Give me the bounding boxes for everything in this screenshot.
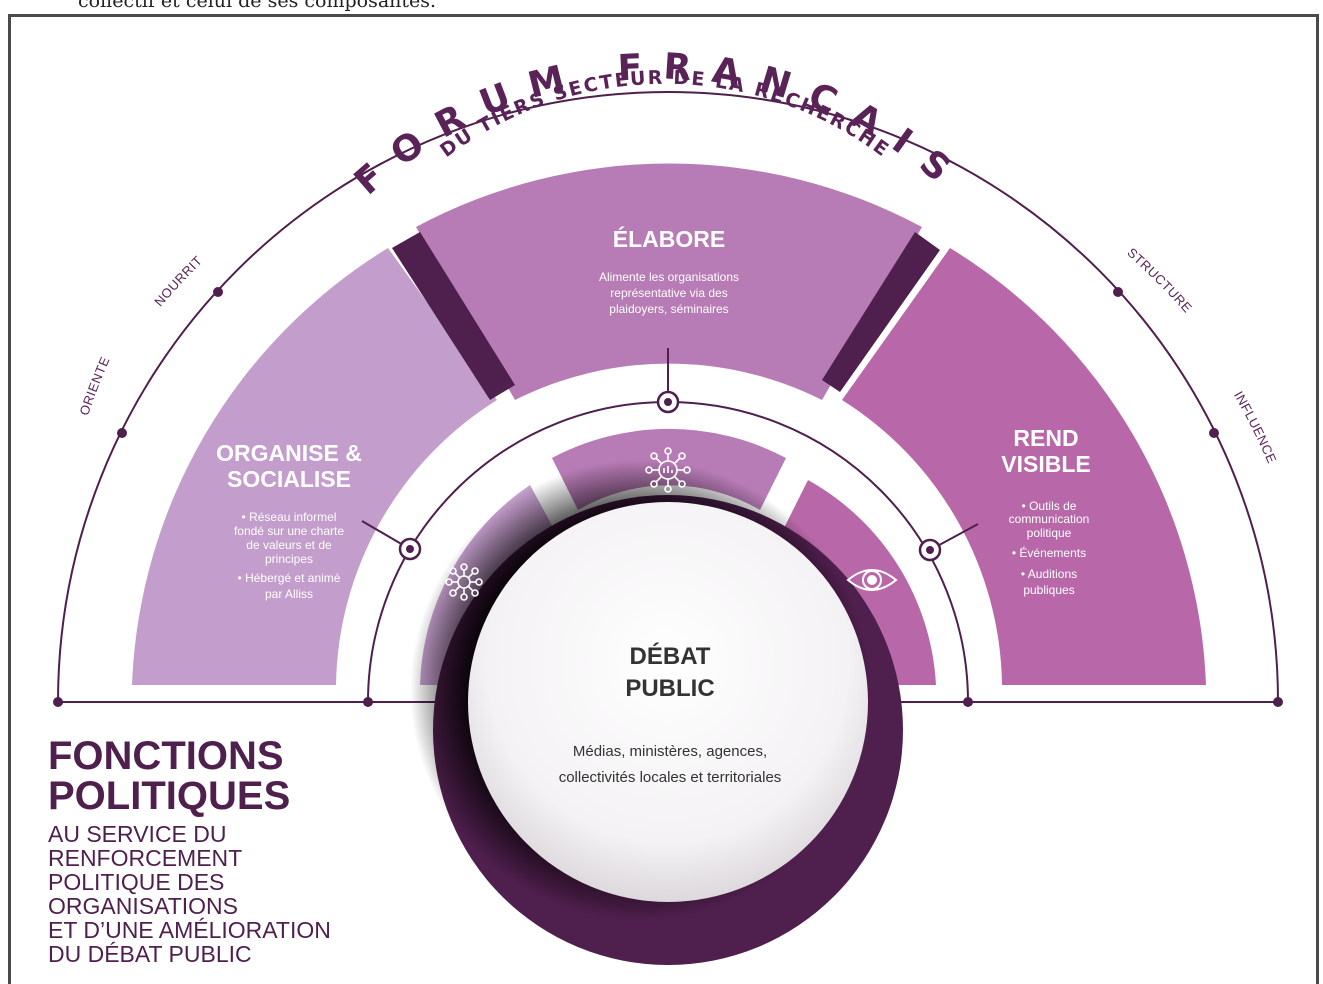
intro-text-fragment: collectif et celui de ses composantes. [78, 0, 437, 12]
rend-visible-bullet3-line1: • Auditions [1021, 567, 1077, 581]
subline-line2: RENFORCEMENT [48, 845, 243, 871]
elabore-body-line1: Alimente les organisations [599, 270, 739, 284]
outer-arc-line [57, 91, 1279, 703]
subline-line4: ORGANISATIONS [48, 893, 238, 919]
debat-title-line1: DÉBAT [630, 642, 711, 670]
verb-dot-influence [1209, 428, 1219, 438]
verb-oriente: ORIENTE [76, 354, 112, 417]
organise-bullet1-line4: principes [265, 552, 313, 566]
headline-line1: FONCTIONS [48, 734, 284, 778]
inner-ring-dot-left [363, 697, 373, 707]
rend-visible-bullet1-line1: • Outils de [1022, 499, 1077, 513]
rend-visible-title-line2: VISIBLE [1001, 451, 1090, 477]
rend-visible-bullet1-line3: politique [1027, 526, 1072, 540]
rend-visible-title-line1: REND [1013, 425, 1078, 451]
organise-title-line2: SOCIALISE [227, 466, 351, 492]
molecule-network-icon [445, 563, 483, 601]
separator-left [392, 232, 515, 400]
debat-body-line2: collectivités locales et territoriales [559, 769, 782, 786]
elabore-body-line3: plaidoyers, séminaires [609, 302, 728, 316]
segment-elabore [416, 163, 922, 400]
subline-line6: DU DÉBAT PUBLIC [48, 941, 252, 967]
verb-dot-oriente [117, 428, 127, 438]
figure-frame [8, 14, 1319, 984]
organise-title-line1: ORGANISE & [216, 440, 362, 466]
debat-body-line1: Médias, ministères, agences, [573, 743, 767, 760]
verb-dot-nourrit [213, 287, 223, 297]
subheadline: AU SERVICE DU RENFORCEMENT POLITIQUE DES… [48, 822, 331, 966]
verb-nourrit: NOURRIT [151, 253, 205, 309]
debat-title-line2: PUBLIC [625, 675, 714, 702]
connector-node-left-core [406, 545, 414, 553]
verb-structure: STRUCTURE [1124, 245, 1195, 316]
organise-bullet2-line1: • Hébergé et animé [238, 571, 341, 585]
verb-influence: INFLUENCE [1231, 388, 1280, 465]
rend-visible-bullet2: • Événements [1012, 545, 1086, 560]
organise-bullet1-line2: fondé sur une charte [234, 524, 344, 538]
outer-arc-dot-right [1273, 697, 1283, 707]
organise-bullet2-line2: par Alliss [265, 587, 313, 601]
connector-node-right-core [926, 546, 934, 554]
segment-organise-socialise [132, 248, 497, 685]
network-cluster-icon [645, 447, 691, 493]
segment-rend-visible [842, 248, 1206, 685]
organise-bullet1-line3: de valeurs et de [246, 538, 332, 552]
inner-ring-dot-right [963, 697, 973, 707]
verb-dot-structure [1113, 287, 1123, 297]
outer-arc-dot-left [53, 697, 63, 707]
rend-visible-bullet3-line2: publiques [1023, 583, 1074, 597]
elabore-body-line2: représentative via des [610, 286, 727, 300]
subline-line1: AU SERVICE DU [48, 821, 227, 847]
organise-bullet1-line1: • Réseau informel [242, 510, 337, 524]
core-disc [468, 502, 868, 902]
headline-line2: POLITIQUES [48, 774, 291, 818]
inner-segment-right [778, 480, 936, 685]
separator-right [822, 232, 940, 392]
elabore-title: ÉLABORE [613, 225, 725, 252]
subline-line3: POLITIQUE DES [48, 869, 225, 895]
eye-icon [846, 569, 898, 591]
rend-visible-bullet1-line2: communication [1009, 512, 1090, 526]
subline-line5: ET D’UNE AMÉLIORATION [48, 917, 331, 943]
headline: FONCTIONS POLITIQUES [48, 736, 290, 816]
connector-node-top-core [664, 398, 672, 406]
